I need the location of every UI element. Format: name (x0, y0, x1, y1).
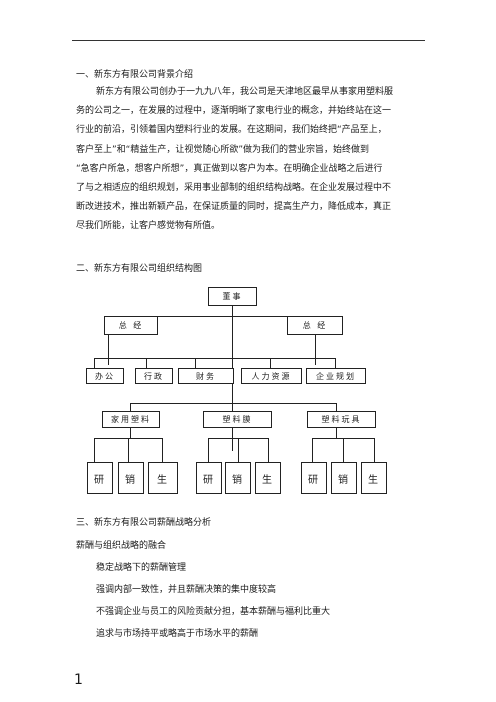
paragraph-line: 尽我们所能，让客户感觉物有所值。 (76, 221, 221, 232)
connector (146, 358, 147, 368)
list-item: 稳定战略下的薪酬管理 (96, 563, 187, 573)
org-box-finance: 财务 (178, 368, 234, 384)
connector (162, 438, 163, 462)
org-box-division-household: 家用塑料 (102, 411, 160, 428)
org-box-hr: 人力资源 (241, 368, 302, 384)
paragraph-line: 客户至上”和“精益生产，让视觉随心所欲”做为我们的营业宗旨，始终做到 (76, 144, 369, 155)
connector (343, 438, 344, 462)
connector (128, 438, 129, 462)
connector (270, 358, 271, 368)
connector (268, 438, 269, 462)
header-rule (72, 40, 425, 41)
list-item: 强调内部一致性，并且薪酬决策的集中度较高 (96, 585, 277, 595)
paragraph-line: 了与之相适应的组织规划，采用事业部制的组织结构战略。在企业发展过程中不 (76, 183, 392, 194)
connector (94, 358, 335, 359)
list-item: 不强调企业与员工的风险贡献分担，基本薪酬与福利比重大 (96, 607, 331, 617)
list-item: 薪酬与组织战略的融合 (76, 541, 167, 551)
connector (336, 403, 337, 411)
connector (130, 428, 131, 438)
connector (108, 335, 109, 365)
connector (94, 358, 95, 368)
connector (238, 438, 239, 462)
org-box-production: 生 (255, 462, 281, 494)
org-box-research: 研 (87, 462, 113, 494)
org-box-division-film: 塑料膜 (203, 411, 272, 428)
org-box-division-toys: 塑料玩具 (307, 411, 376, 428)
paragraph-line: 务的公司之一，在发展的过程中，逐渐明晰了家电行业的概念，并始终站在这一 (76, 106, 392, 117)
org-box-sales: 销 (225, 462, 251, 494)
connector (195, 358, 196, 368)
section-1-heading: 一、新东方有限公司背景介绍 (76, 70, 194, 80)
connector (312, 438, 313, 462)
page-number: 1 (74, 672, 83, 688)
paragraph-line: 行业的前沿，引领着国内塑料行业的发展。在这期间，我们始终把“产品至上， (76, 125, 387, 136)
connector (374, 438, 375, 462)
paragraph-line: “急客户所急，想客户所想”，真正做到以客户为本。在明确企业战略之后进行 (76, 163, 383, 174)
org-box-gm-left: 总 经 (104, 316, 158, 335)
connector (94, 438, 95, 462)
connector (130, 403, 336, 404)
connector (208, 438, 209, 462)
list-item: 追求与市场持平或略高于市场水平的薪酬 (96, 629, 259, 639)
paragraph-line: 新东方有限公司创办于一九九八年，我公司是天津地区最早从事家用塑料服 (96, 87, 394, 97)
connector (335, 358, 336, 368)
org-box-production: 生 (148, 462, 178, 494)
org-box-board: 董事 (208, 287, 257, 306)
paragraph-line: 断改进技术，推出新颖产品，在保证质量的同时，提高生产力，降低成本，真正 (76, 202, 392, 213)
connector (336, 428, 337, 438)
connector (130, 403, 131, 411)
org-box-office: 办公 (86, 368, 124, 384)
org-box-production: 生 (361, 462, 387, 494)
org-box-research: 研 (196, 462, 222, 494)
org-box-gm-right: 总 经 (287, 316, 343, 335)
section-1-paragraph: 新东方有限公司创办于一九九八年，我公司是天津地区最早从事家用塑料服 务的公司之一… (76, 83, 426, 237)
org-box-sales: 销 (331, 462, 357, 494)
org-box-planning: 企业规划 (306, 368, 366, 384)
org-box-sales: 销 (118, 462, 144, 494)
connector (131, 316, 333, 317)
section-2-heading: 二、新东方有限公司组织结构图 (76, 264, 203, 274)
org-box-research: 研 (301, 462, 327, 494)
connector (315, 335, 316, 365)
section-3-heading: 三、新东方有限公司薪酬战略分析 (76, 518, 212, 528)
org-box-admin: 行政 (135, 368, 173, 384)
